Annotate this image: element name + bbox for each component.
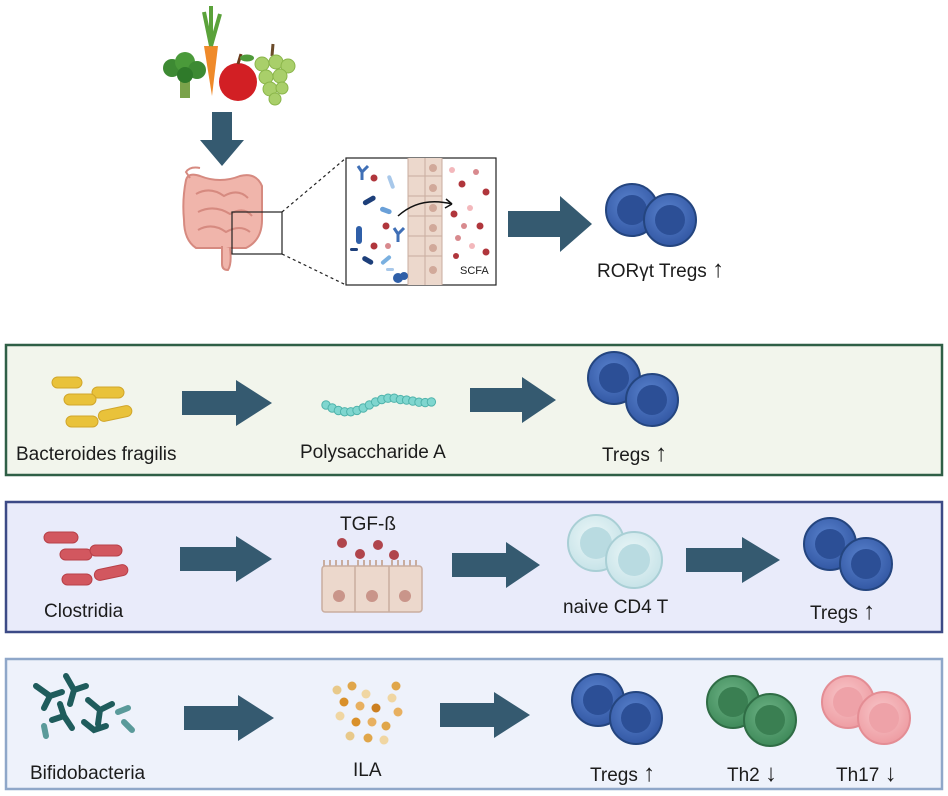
bacteroides-bacteria-icon bbox=[51, 376, 133, 428]
ila-molecule bbox=[345, 731, 355, 741]
up-arrow-icon: ↑ bbox=[643, 760, 656, 787]
transport-arrow-icon bbox=[397, 201, 453, 217]
ila-molecules bbox=[332, 681, 403, 745]
treg-cells bbox=[571, 673, 663, 745]
right-arrow-icon bbox=[180, 536, 272, 582]
food-icon bbox=[163, 6, 296, 106]
carrot-icon bbox=[202, 6, 222, 96]
zoom-box bbox=[231, 211, 283, 255]
th2-text: Th2 bbox=[727, 765, 760, 786]
bifidobacteria-icon bbox=[33, 673, 135, 739]
up-arrow-icon: ↑ bbox=[863, 598, 876, 625]
down-arrow-icon: ↓ bbox=[765, 760, 778, 787]
polysaccharide-bead bbox=[426, 397, 437, 407]
bacterium-label-bacteroides: Bacteroides fragilis bbox=[16, 444, 177, 465]
microbes-icon bbox=[350, 164, 408, 283]
grapes-icon bbox=[254, 43, 296, 106]
bacterium-label-clostridia: Clostridia bbox=[44, 601, 124, 622]
scfa-molecules bbox=[449, 167, 490, 259]
zoom-line bbox=[281, 253, 347, 286]
ila-molecule bbox=[339, 697, 349, 707]
mediator-label-psa: Polysaccharide A bbox=[300, 442, 446, 463]
transport-arrowhead-icon bbox=[444, 198, 453, 209]
panel-bifidobacteria bbox=[4, 657, 944, 791]
rorgt-tregs-text: RORγt Tregs bbox=[597, 261, 707, 282]
ila-molecule bbox=[355, 701, 365, 711]
ila-molecule bbox=[347, 681, 357, 691]
ila-molecule bbox=[381, 721, 391, 731]
down-arrow-icon bbox=[200, 112, 244, 166]
th2-label: Th2 ↓ bbox=[727, 760, 777, 788]
rorgt-treg-cells bbox=[605, 183, 697, 247]
polysaccharide-icon bbox=[321, 393, 437, 417]
right-arrow-icon bbox=[470, 377, 556, 423]
ila-molecule bbox=[351, 717, 361, 727]
clostridia-bacteria-icon bbox=[43, 531, 129, 586]
epithelial-layer bbox=[407, 158, 443, 285]
th17-text: Th17 bbox=[836, 765, 880, 786]
down-arrow-icon: ↓ bbox=[884, 760, 897, 787]
epithelial-cells-icon bbox=[321, 560, 423, 613]
naive-cd4-t-cells bbox=[567, 514, 663, 589]
ila-molecule bbox=[332, 685, 342, 695]
ila-molecule bbox=[379, 735, 389, 745]
up-arrow-icon: ↑ bbox=[655, 440, 668, 467]
tgf-beta-label: TGF-ß bbox=[340, 514, 396, 535]
ila-molecule bbox=[335, 711, 345, 721]
right-arrow-icon bbox=[508, 196, 592, 252]
right-arrow-icon bbox=[452, 542, 540, 588]
right-arrow-icon bbox=[686, 537, 780, 583]
treg-cells bbox=[803, 517, 893, 591]
th17-cells bbox=[821, 675, 911, 745]
scfa-label: SCFA bbox=[460, 265, 489, 277]
treg-cells bbox=[587, 351, 679, 427]
gut-lumen-inset bbox=[345, 157, 497, 286]
th2-cells bbox=[706, 675, 797, 747]
th17-label: Th17 ↓ bbox=[836, 760, 897, 788]
tregs-text: Tregs bbox=[810, 603, 858, 624]
ila-molecule bbox=[391, 681, 401, 691]
right-arrow-icon bbox=[184, 695, 274, 741]
ila-molecule bbox=[361, 689, 371, 699]
panel-clostridia bbox=[4, 500, 944, 634]
ila-molecule bbox=[387, 693, 397, 703]
right-arrow-icon bbox=[440, 692, 530, 738]
naive-cd4-t-label: naive CD4 T bbox=[563, 597, 669, 618]
apple-icon bbox=[219, 53, 257, 101]
tregs-text: Tregs bbox=[602, 445, 650, 466]
bacterium-label-bifidobacteria: Bifidobacteria bbox=[30, 763, 146, 784]
tregs-label: Tregs ↑ bbox=[590, 760, 655, 788]
intestine-icon bbox=[182, 166, 263, 272]
panel-bacteroides bbox=[4, 343, 944, 477]
ila-molecule bbox=[393, 707, 403, 717]
ila-molecule bbox=[371, 703, 381, 713]
zoom-line bbox=[281, 157, 347, 213]
rorgt-tregs-label: RORγt Tregs ↑ bbox=[597, 256, 724, 284]
mediator-label-ila: ILA bbox=[353, 760, 382, 781]
tgf-beta-molecules bbox=[337, 538, 399, 560]
tregs-text: Tregs bbox=[590, 765, 638, 786]
tregs-label: Tregs ↑ bbox=[602, 440, 667, 468]
ila-molecule bbox=[363, 733, 373, 743]
right-arrow-icon bbox=[182, 380, 272, 426]
tregs-label: Tregs ↑ bbox=[810, 598, 875, 626]
up-arrow-icon: ↑ bbox=[712, 256, 725, 283]
ila-molecule bbox=[367, 717, 377, 727]
broccoli-icon bbox=[163, 52, 206, 98]
